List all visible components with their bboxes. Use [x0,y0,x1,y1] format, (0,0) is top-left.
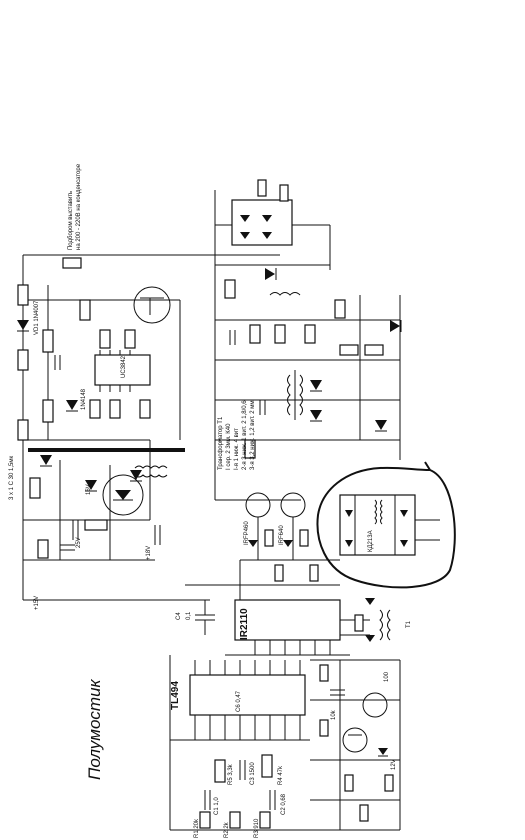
label-t1: T1 [406,620,412,628]
transistor-symbol [133,286,171,324]
uc3842-label: UC3842 [121,355,127,378]
transformer-text-5: 3-я 3,2 ниж. 1,2 вит. 2 мм [250,401,256,471]
mosfet-2-symbol [280,492,306,518]
label-kd213a: КД213А [368,530,374,552]
transformer-text-4: 2-я 3 ниж. 1 вит. 2 1,8/0,6 [242,400,248,470]
label-cap-top: 3 x 1 С 30 1,5мк [9,456,15,500]
label-sel-note: Подбором выставить [68,191,74,250]
ir2110-label: IR2110 [239,608,250,640]
transistor-q2-symbol [342,727,368,753]
label-25v: 25V [76,537,82,548]
top-right-section: Трансформатор Т1 I сер. 2 3мм. К40 I-я 1… [214,179,402,501]
label-r10k: 10k [331,709,337,720]
ir2110-section: IR2110 C4 0,1 T1 [176,598,412,656]
label-c2: C2 0,68 [281,793,287,815]
label-c4-value: 0,1 [186,611,192,620]
transformer-t1-symbol [287,374,291,416]
label-16v: 16V [86,484,92,495]
label-r2: R2 2k [224,821,230,838]
label-c4: C4 [176,612,182,620]
feedback-section: 100 10k 12V [310,659,401,830]
transformer-text-2: I сер. 2 3мм. К40 [226,423,232,470]
tl494-chip [189,674,306,716]
label-diode-1n4007: VD1 1N4007 [34,300,40,335]
label-c1: C1 1,0 [214,797,220,815]
label-r3: R3 910 [254,818,260,838]
label-mosfet-1: IRFP460 [244,521,250,545]
transformer-text-1: Трансформатор Т1 [218,416,224,470]
aux-power-supply: UC3842 3 x 1 С 30 1,5мк [9,163,280,610]
bridge-symbol [102,474,144,516]
label-c3: C3 1500 [250,762,256,785]
label-r4: R4 47k [278,765,284,785]
label-r1: R1 20k [194,818,200,838]
transformer-text-3: I-я 1 ниж. 4 вит [234,428,240,470]
label-mosfet-2: IRF640 [279,525,285,545]
mosfet-half-bridge: IRFP460 IRF640 [185,492,340,601]
label-12v: 12V [391,759,397,770]
circled-diode-block: КД213А [316,461,456,589]
label-plus15v: +15V [34,596,40,610]
tl494-label: TL494 [170,681,181,710]
label-r5: R5 3,3k [228,763,234,785]
mosfet-1-symbol [245,492,271,518]
label-c6: C6 0,47 [236,690,242,712]
label-plus18v: +18V [146,546,152,560]
diagram-title: Полумостик [85,678,104,780]
label-sel-range: на 200 - 220В на конденсаторе [76,163,82,250]
label-1n4148: 1N4148 [81,388,87,410]
transistor-q1-symbol [362,692,388,718]
hand-drawn-circle [316,461,456,589]
uc3842-chip [94,354,151,386]
ir2110-chip [234,599,341,641]
tl494-section: TL494 C6 0,47 R5 3,3k C3 [169,655,400,838]
label-c100: 100 [384,671,390,682]
